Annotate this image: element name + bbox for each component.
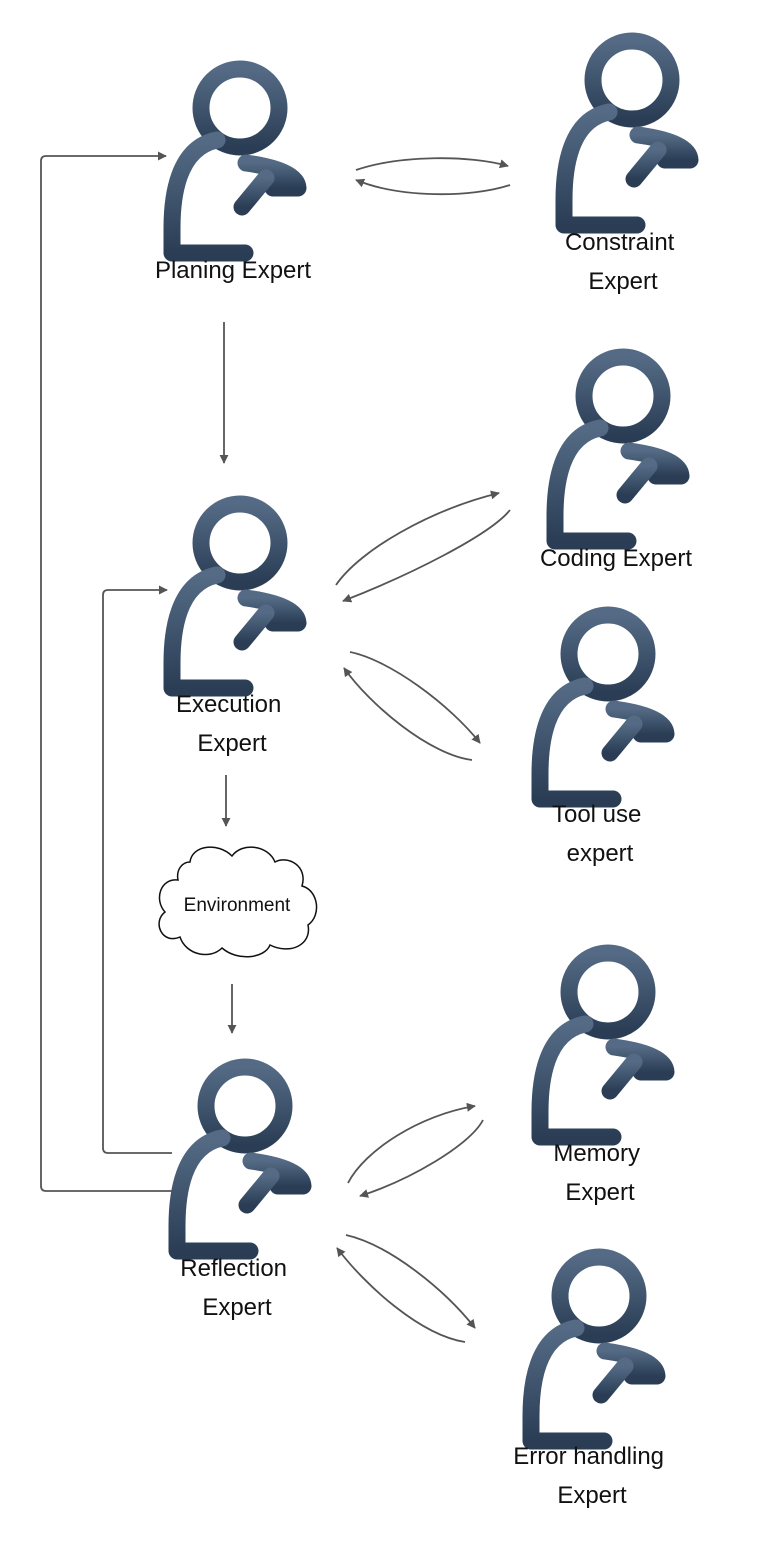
constraint-expert-label-line2: Expert [588,268,658,295]
tool-use-expert-label-line1: Tool use [552,801,641,828]
arrow-execution-to-tool-use [349,651,481,744]
tool-use-expert-label-line2: expert [567,840,634,867]
reflection-expert-label-line1: Reflection [180,1255,287,1282]
reflection-expert-label: Reflection Expert [180,1255,293,1321]
coding-expert-icon [555,357,681,541]
tool-use-expert-label: Tool use expert [552,801,648,867]
memory-expert-label: Memory Expert [553,1140,646,1206]
arrow-error-handling-to-reflection [336,1247,466,1343]
reflection-expert-icon [177,1067,303,1251]
arrow-reflection-to-execution [102,585,172,1154]
arrow-memory-to-reflection [359,1119,484,1198]
execution-expert-icon [172,504,298,688]
error-handling-expert-node: Error handling Expert [513,1257,670,1509]
coding-expert-node: Coding Expert [540,357,692,572]
arrow-constraint-to-planning [355,178,511,196]
arrow-tool-use-to-execution [343,667,473,761]
constraint-expert-label: Constraint Expert [565,229,681,295]
reflection-expert-label-line2: Expert [202,1294,272,1321]
constraint-expert-label-line1: Constraint [565,229,675,256]
planning-expert-icon [172,69,298,253]
execution-expert-label: Execution Expert [176,691,288,757]
memory-expert-icon [540,953,666,1137]
memory-expert-label-line2: Expert [565,1179,635,1206]
coding-expert-label: Coding Expert [540,545,692,572]
arrow-reflection-to-memory [347,1102,476,1184]
tool-use-expert-node: Tool use expert [540,615,666,867]
reflection-expert-node: Reflection Expert [177,1067,303,1321]
arrow-coding-to-execution [342,509,511,603]
error-handling-expert-label-line1: Error handling [513,1443,664,1470]
execution-expert-label-line1: Execution [176,691,281,718]
environment-cloud-icon [158,846,318,958]
constraint-expert-node: Constraint Expert [564,41,690,295]
arrow-reflection-to-error-handling [345,1234,476,1329]
error-handling-expert-label: Error handling Expert [513,1443,670,1509]
memory-expert-label-line1: Memory [553,1140,640,1167]
planning-expert-label: Planing Expert [155,257,311,284]
execution-expert-node: Execution Expert [172,504,298,757]
tool-use-expert-icon [540,615,666,799]
constraint-expert-icon [564,41,690,225]
arrow-reflection-to-planning [40,151,172,1192]
error-handling-expert-icon [531,1257,657,1441]
memory-expert-node: Memory Expert [540,953,666,1206]
planning-expert-node: Planing Expert [155,69,311,284]
environment-node: Environment [158,846,318,958]
execution-expert-label-line2: Expert [197,730,267,757]
coding-expert-label-line1: Coding Expert [540,545,692,572]
arrow-execution-to-coding [335,490,500,586]
error-handling-expert-label-line2: Expert [557,1482,627,1509]
arrow-planning-to-constraint [355,157,509,171]
planning-expert-label-line1: Planing Expert [155,257,311,284]
environment-label: Environment [184,895,291,916]
